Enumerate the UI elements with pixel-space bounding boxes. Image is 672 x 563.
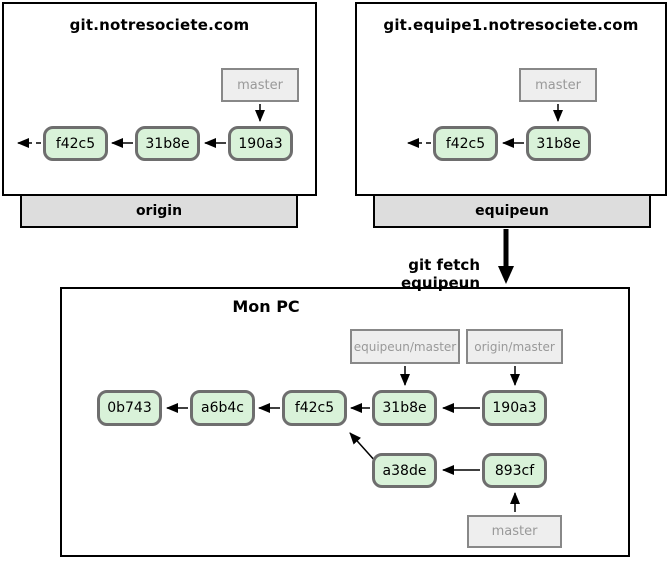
commit-node-0b743-local: 0b743 — [97, 390, 162, 426]
commit-node-a6b4c-local: a6b4c — [190, 390, 255, 426]
repo-title-equipeun: git.equipe1.notresociete.com — [383, 16, 639, 34]
fetch-arrow-head — [498, 266, 514, 284]
branch-label-master-equipeun: master — [519, 68, 597, 102]
local-pc-title: Mon PC — [232, 297, 300, 316]
remote-tab-origin: origin — [20, 194, 298, 228]
remote-ref-label-origin-master: origin/master — [466, 329, 563, 364]
repo-title-origin: git.notresociete.com — [69, 16, 250, 34]
commit-node-190a3-origin: 190a3 — [228, 126, 293, 161]
commit-node-31b8e-equipeun: 31b8e — [526, 126, 591, 161]
fetch-command-label: git fetch equipeun — [401, 256, 480, 292]
commit-node-f42c5-origin: f42c5 — [43, 126, 108, 161]
remote-ref-label-equipeun-master: equipeun/master — [350, 329, 460, 364]
commit-node-f42c5-equipeun: f42c5 — [433, 126, 498, 161]
arrow-a38de-to-f42c5 — [349, 432, 377, 463]
commit-node-a38de-local: a38de — [372, 453, 437, 488]
commit-node-31b8e-local: 31b8e — [372, 390, 437, 426]
commit-node-31b8e-origin: 31b8e — [135, 126, 200, 161]
commit-node-f42c5-local: f42c5 — [282, 390, 347, 426]
branch-label-master-origin: master — [221, 68, 299, 102]
commit-node-190a3-local: 190a3 — [482, 390, 547, 426]
repo-box-equipeun: git.equipe1.notresociete.com — [355, 2, 667, 196]
commit-node-893cf-local: 893cf — [482, 453, 547, 488]
branch-label-master-local: master — [467, 515, 562, 548]
